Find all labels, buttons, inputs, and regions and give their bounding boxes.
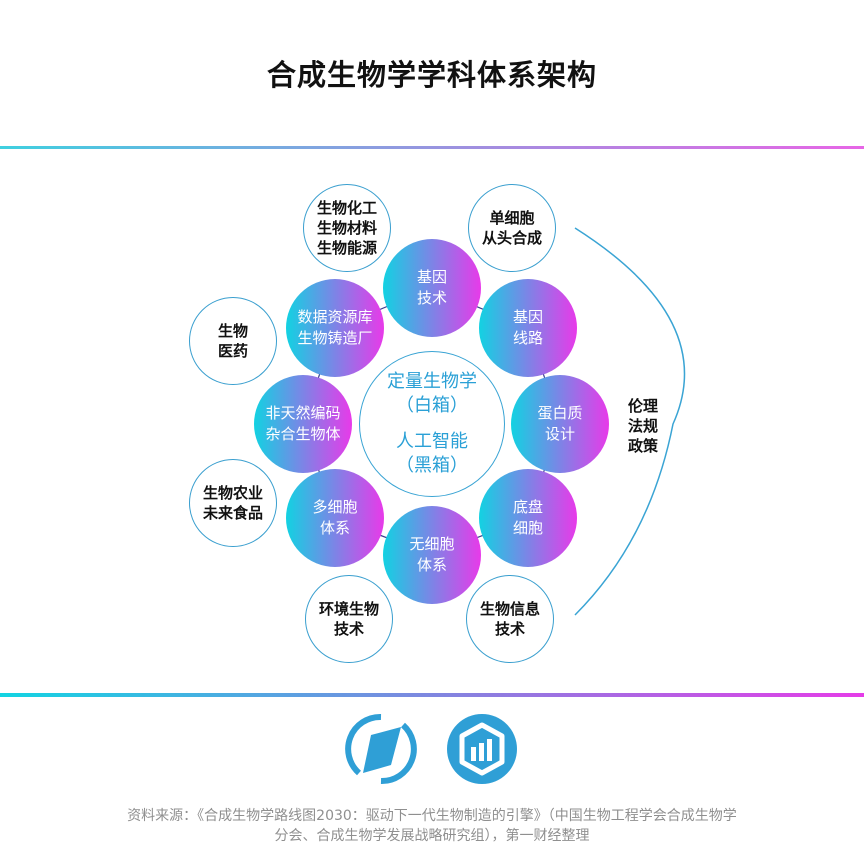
ring-node-cell-free-system: 无细胞 体系 [383, 506, 481, 604]
app-node-single-cell-synthesis: 单细胞 从头合成 [468, 184, 556, 272]
policy-arc [574, 227, 686, 616]
data-chart-logo-icon [447, 714, 517, 784]
policy-label: 伦理 法规 政策 [628, 397, 659, 455]
ring-node-gene-tech: 基因 技术 [383, 239, 481, 337]
app-node-biomedicine: 生物 医药 [189, 297, 277, 385]
center-node: 定量生物学 （白箱） 人工智能 （黑箱） [359, 351, 505, 497]
app-node-chemical-materials-energy: 生物化工 生物材料 生物能源 [303, 184, 391, 272]
bottom-divider [0, 693, 864, 697]
ring-node-chassis-cell: 底盘 细胞 [479, 469, 577, 567]
center-line-1: 定量生物学 [387, 371, 477, 392]
compass-logo-icon [345, 713, 417, 785]
ring-node-protein-design: 蛋白质 设计 [511, 375, 609, 473]
center-line-4: （黑箱） [396, 455, 468, 476]
app-node-agriculture-food: 生物农业 未来食品 [189, 459, 277, 547]
ring-node-multicellular-system: 多细胞 体系 [286, 469, 384, 567]
ring-node-non-natural-coding: 非天然编码 杂合生物体 [254, 375, 352, 473]
center-line-3: 人工智能 [396, 431, 468, 452]
page-title: 合成生物学学科体系架构 [266, 58, 597, 92]
app-node-environmental-biotech: 环境生物 技术 [305, 575, 393, 663]
ring-node-data-foundry: 数据资源库 生物铸造厂 [286, 279, 384, 377]
top-divider [0, 146, 864, 149]
logo-row [0, 713, 864, 787]
app-node-bioinformatics: 生物信息 技术 [466, 575, 554, 663]
center-line-2: （白箱） [396, 395, 468, 416]
source-note: 资料来源：《合成生物学路线图2030：驱动下一代生物制造的引擎》（中国生物工程学… [127, 808, 737, 844]
ring-node-gene-circuit: 基因 线路 [479, 279, 577, 377]
